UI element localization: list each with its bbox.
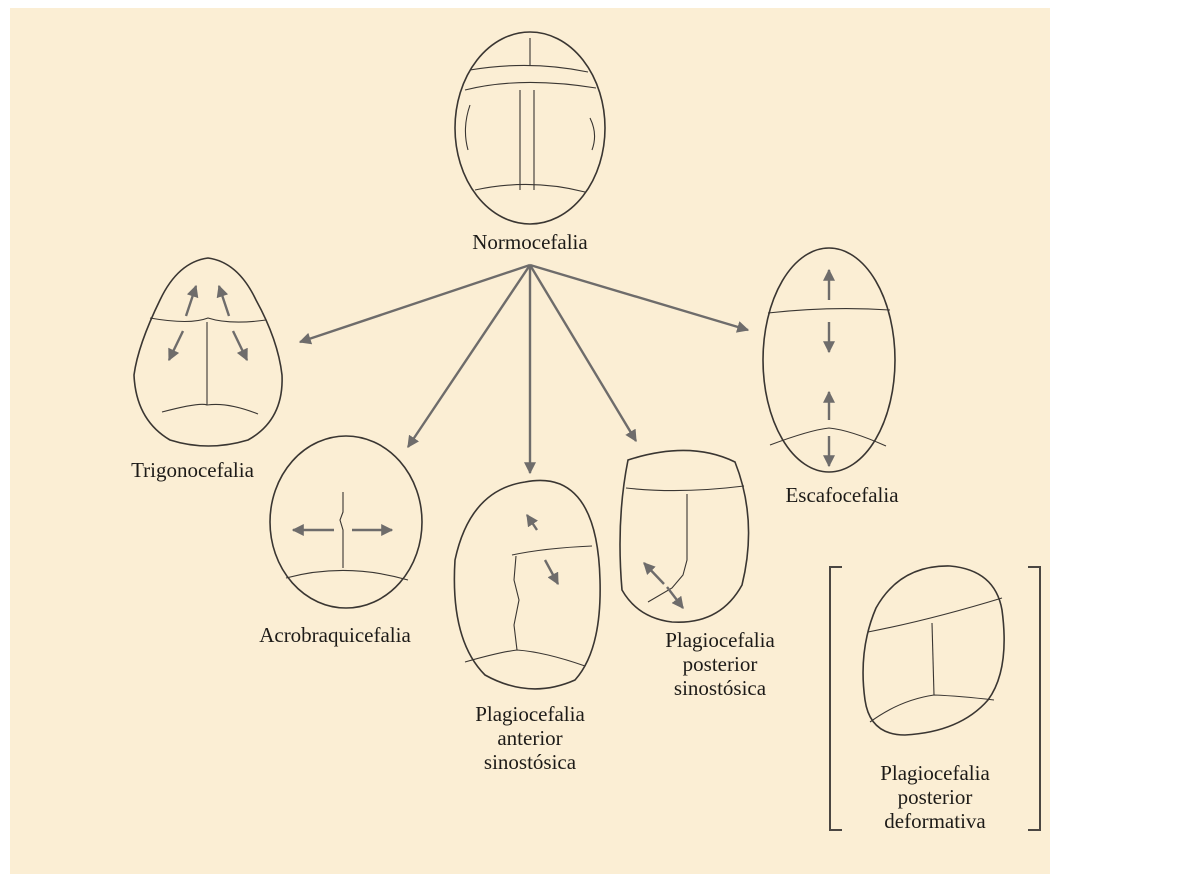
label-trigonocefalia: Trigonocefalia [100,458,285,482]
label-line-1: Plagiocefalia [845,761,1025,785]
label-plagiocefalia-posterior-sinostosica: Plagiocefalia posterior sinostósica [630,628,810,700]
label-line-1: Plagiocefalia [630,628,810,652]
label-line-3: sinostósica [630,676,810,700]
label-plagiocefalia-anterior: Plagiocefalia anterior sinostósica [440,702,620,774]
flow-arrows [300,265,748,473]
label-acrobraquicefalia: Acrobraquicefalia [230,623,440,647]
arrow-to-acrobraquicefalia [408,265,530,447]
label-line-2: anterior [440,726,620,750]
skull-plagiocefalia-posterior-sinostosica [620,450,749,622]
skull-escafocefalia [763,248,895,472]
skull-acrobraquicefalia [270,436,422,608]
skull-plagiocefalia-anterior [454,480,600,688]
label-normocefalia: Normocefalia [440,230,620,254]
skull-normocefalia [455,32,605,224]
label-escafocefalia: Escafocefalia [752,483,932,507]
label-line-2: posterior [630,652,810,676]
label-line-3: deformativa [845,809,1025,833]
label-line-1: Plagiocefalia [440,702,620,726]
skull-plagiocefalia-posterior-deformativa [863,566,1004,735]
label-line-3: sinostósica [440,750,620,774]
arrow-to-trigonocefalia [300,265,530,342]
label-line-2: posterior [845,785,1025,809]
label-plagiocefalia-posterior-deformativa: Plagiocefalia posterior deformativa [845,761,1025,833]
skull-trigonocefalia [134,258,282,446]
